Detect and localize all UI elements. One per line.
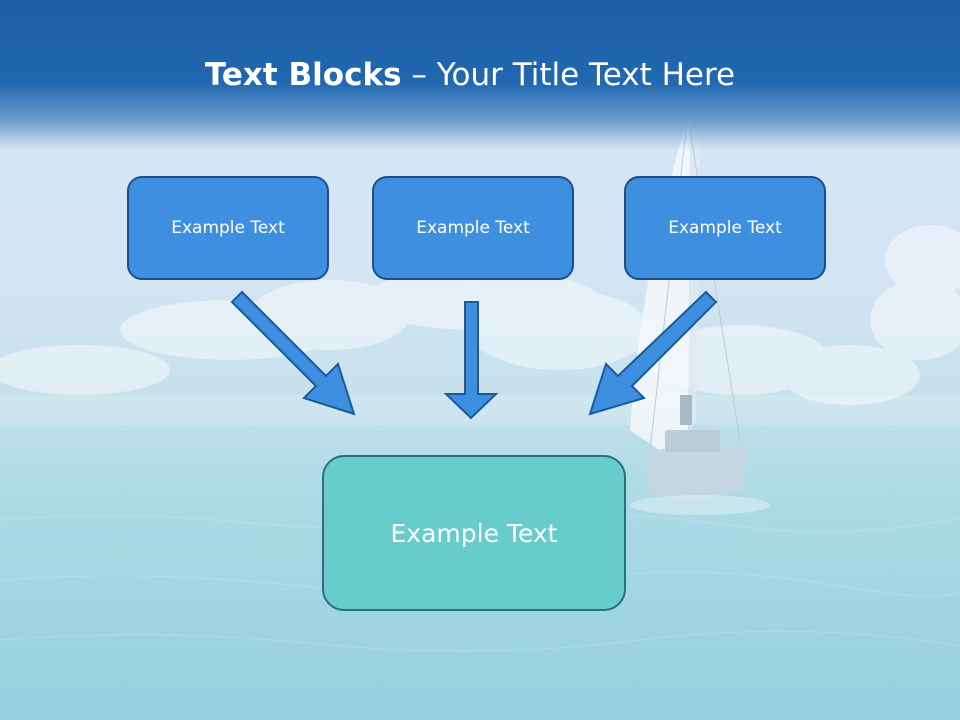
text-block-top-center[interactable]: Example Text: [372, 176, 574, 280]
text-block-top-right[interactable]: Example Text: [624, 176, 826, 280]
title-dash: –: [411, 57, 427, 93]
text-block-label: Example Text: [390, 518, 558, 548]
sailboat-icon: [630, 109, 770, 515]
text-block-label: Example Text: [416, 218, 530, 238]
text-block-bottom[interactable]: Example Text: [322, 455, 626, 611]
title-rest: Your Title Text Here: [436, 57, 736, 93]
header-band: [0, 0, 960, 150]
text-block-label: Example Text: [171, 218, 285, 238]
clouds: [0, 225, 960, 405]
arrow-down-left-icon: [588, 290, 718, 416]
arrow-down-right-icon: [230, 290, 356, 416]
arrow-down-icon: [443, 301, 499, 420]
text-block-label: Example Text: [668, 218, 782, 238]
title-bold-part: Text Blocks: [204, 57, 402, 93]
text-block-top-left[interactable]: Example Text: [127, 176, 329, 280]
page-title: Text Blocks – Your Title Text Here: [0, 54, 940, 96]
